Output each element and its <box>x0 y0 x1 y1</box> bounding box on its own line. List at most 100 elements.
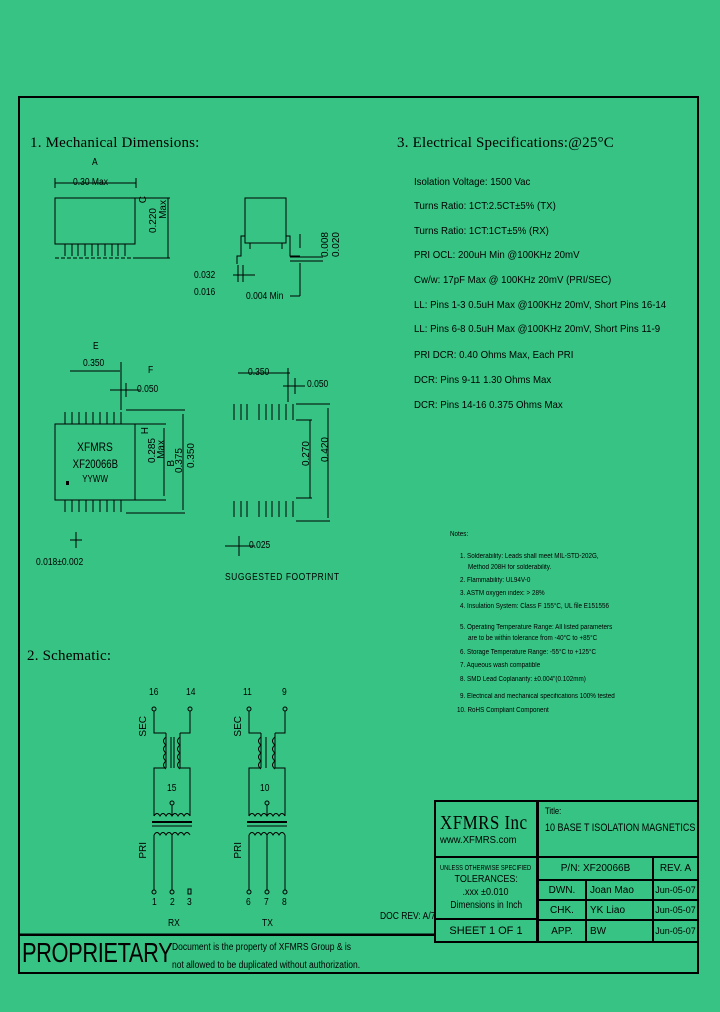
spec-line: Turns Ratio: 1CT:1CT±5% (RX) <box>414 225 549 237</box>
pin1-dot <box>66 481 69 485</box>
spec-line: LL: Pins 1-3 0.5uH Max @100KHz 20mV, Sho… <box>414 299 667 311</box>
rx-pin-14: 14 <box>186 687 196 698</box>
role-app: APP. <box>551 925 573 937</box>
fp-pad: 0.025 <box>249 540 271 551</box>
marking-brand: XFMRS <box>77 439 113 454</box>
part-number: P/N: XF20066B <box>560 863 631 874</box>
name-cell: BW <box>585 919 654 943</box>
name-app: BW <box>590 925 607 937</box>
date-cell: Jun-05-07 <box>652 879 699 901</box>
schematic-title: 2. Schematic: <box>27 648 112 664</box>
tx-pin-11: 11 <box>243 687 252 698</box>
dim-lead-h2: 0.020 <box>331 232 342 258</box>
spec-line: Cw/w: 17pF Max @ 100KHz 20mV (PRI/SEC) <box>414 274 612 286</box>
dim-lead-h1: 0.008 <box>320 232 331 258</box>
dim-b-value: 0.375 <box>174 448 185 474</box>
notes-title: Notes: <box>450 531 469 538</box>
dim-e-label: E <box>93 341 99 352</box>
fp-pitch: 0.050 <box>307 379 329 390</box>
unless-specified: UNLESS OTHERWISE SPECIFIED <box>440 865 532 872</box>
dim-c-label: C <box>138 196 149 204</box>
date-cell: Jun-05-07 <box>652 899 699 921</box>
note-line: 2. Flammability: UL94V-0 <box>460 577 531 584</box>
tx-pin-6: 6 <box>246 897 251 908</box>
tx-pin-7: 7 <box>264 897 269 908</box>
dim-e-value: 0.350 <box>83 358 105 369</box>
drawing-frame <box>18 96 699 974</box>
marking-part: XF20066B <box>72 456 118 471</box>
name-cell: YK Liao <box>585 899 654 921</box>
dim-f-value: 0.050 <box>137 384 159 395</box>
date-cell: Jun-05-07 <box>652 919 699 943</box>
rx-pri-label: PRI <box>138 842 149 859</box>
fp-width: 0.350 <box>248 367 270 378</box>
tolerances-label: TOLERANCES: <box>454 874 518 885</box>
dim-c-max: Max <box>158 200 169 219</box>
title-cell: Title: 10 BASE T ISOLATION MAGNETICS <box>537 800 699 858</box>
spec-line: PRI DCR: 0.40 Ohms Max, Each PRI <box>414 349 574 361</box>
electrical-title: 3. Electrical Specifications:@25°C <box>397 135 614 151</box>
rev-cell: REV. A <box>652 856 699 881</box>
mechanical-title: 1. Mechanical Dimensions: <box>30 135 200 151</box>
tx-sec-label: SEC <box>233 716 244 737</box>
role-dwn: DWN. <box>548 884 576 896</box>
dimensions-unit: Dimensions in Inch <box>450 900 522 911</box>
spec-line: DCR: Pins 14-16 0.375 Ohms Max <box>414 399 563 411</box>
tolerances-cell: UNLESS OTHERWISE SPECIFIED TOLERANCES: .… <box>434 856 538 920</box>
rx-pin-3: 3 <box>187 897 192 908</box>
pn-cell: P/N: XF20066B <box>537 856 654 881</box>
dim-lead-bottom: 0.016 <box>194 287 216 298</box>
spec-line: PRI OCL: 200uH Min @100KHz 20mV <box>414 249 580 261</box>
sheet-label: SHEET 1 OF 1 <box>449 924 523 937</box>
fp-outer: 0.420 <box>320 437 331 463</box>
date-dwn: Jun-05-07 <box>655 885 696 895</box>
dim-h-label: H <box>140 427 151 435</box>
note-line: 8. SMD Lead Coplanarity: ±0.004"(0.102mm… <box>460 676 586 683</box>
dim-overall: 0.350 <box>186 443 197 469</box>
role-cell: DWN. <box>537 879 587 901</box>
part-marking: XFMRS XF20066B YYWW <box>55 424 135 500</box>
tx-pin-8: 8 <box>282 897 287 908</box>
dim-pin-width: 0.018±0.002 <box>36 557 84 568</box>
rx-pin-2: 2 <box>170 897 175 908</box>
note-line: 9. Electrical and mechanical specificati… <box>460 693 615 700</box>
date-app: Jun-05-07 <box>655 926 696 936</box>
title-label: Title: <box>545 806 562 816</box>
company-cell: XFMRS Inc www.XFMRS.com <box>434 800 538 858</box>
company-website: www.XFMRS.com <box>440 835 517 846</box>
dim-lead-top: 0.032 <box>194 270 216 281</box>
role-cell: APP. <box>537 919 587 943</box>
dim-a-label: A <box>92 157 98 168</box>
rx-sec-label: SEC <box>138 716 149 737</box>
note-line: Method 208H for solderability. <box>468 564 552 571</box>
note-line: 1. Solderability: Leads shall meet MIL-S… <box>460 553 599 560</box>
note-line: 3. ASTM oxygen index: > 28% <box>460 590 545 597</box>
proprietary-text-2: not allowed to be duplicated without aut… <box>172 960 361 971</box>
name-chk: YK Liao <box>590 904 626 916</box>
dim-h-max: Max <box>156 440 167 459</box>
footprint-caption: SUGGESTED FOOTPRINT <box>225 572 340 583</box>
name-dwn: Joan Mao <box>590 884 634 896</box>
spec-line: Isolation Voltage: 1500 Vac <box>414 176 531 188</box>
tx-pri-label: PRI <box>233 842 244 859</box>
drawing-title: 10 BASE T ISOLATION MAGNETICS <box>545 822 696 834</box>
date-chk: Jun-05-07 <box>655 905 696 915</box>
doc-rev: DOC REV: A/7 <box>380 911 436 922</box>
proprietary-label: PROPRIETARY <box>22 937 173 968</box>
rx-pin-1: 1 <box>152 897 157 908</box>
tx-pin-9: 9 <box>282 687 287 698</box>
note-line: 10. RoHS Compliant Component <box>457 707 549 714</box>
note-line: are to be within tolerance from -40°C to… <box>468 635 598 642</box>
note-line: 4. Insulation System: Class F 155°C, UL … <box>460 603 610 610</box>
spec-line: Turns Ratio: 1CT:2.5CT±5% (TX) <box>414 200 556 212</box>
rx-center-tap: 15 <box>167 783 177 794</box>
marking-date-code: YYWW <box>82 473 108 485</box>
note-line: 7. Aqueous wash compatible <box>460 662 541 669</box>
company-name: XFMRS Inc <box>440 812 528 834</box>
dim-f-label: F <box>148 365 154 376</box>
role-cell: CHK. <box>537 899 587 921</box>
rx-label: RX <box>168 918 180 929</box>
proprietary-text-1: Document is the property of XFMRS Group … <box>172 942 352 953</box>
spec-line: DCR: Pins 9-11 1.30 Ohms Max <box>414 374 552 386</box>
spec-line: LL: Pins 6-8 0.5uH Max @100KHz 20mV, Sho… <box>414 323 661 335</box>
